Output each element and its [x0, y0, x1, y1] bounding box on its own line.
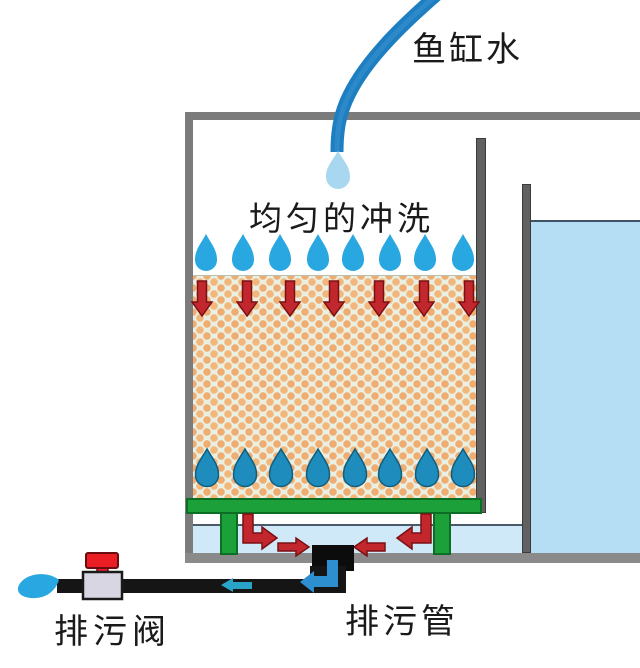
drain-pipe-run: [57, 579, 345, 593]
down-arrow-icon: [235, 280, 259, 318]
down-arrow-icon: [322, 280, 346, 318]
flow-arrow-to-drain-left-icon: [277, 536, 311, 558]
water-drop-icon: [307, 234, 329, 271]
label-drain-valve: 排污阀: [54, 614, 171, 651]
hose-drip-icon: [326, 151, 350, 189]
plate-leg-right: [433, 512, 451, 555]
pipe-flow-arrow-icon: [221, 578, 252, 592]
drain-flow-arrow-icon: [300, 560, 338, 593]
filtered-drop-icon: [450, 447, 476, 488]
bent-arrow-right-icon: [395, 513, 432, 551]
filtered-drop-icon: [342, 447, 368, 488]
tank-bottom-wall: [185, 553, 640, 563]
label-drain-pipe: 排污管: [345, 604, 459, 641]
label-fish-tank-water: 鱼缸水: [412, 32, 523, 69]
divider-wall: [522, 184, 531, 553]
drain-valve: [81, 552, 124, 601]
drain-assembly: [57, 545, 354, 593]
waste-flow-arrows: [242, 513, 432, 558]
water-drop-icon: [452, 234, 474, 271]
filtered-drop-icon: [268, 447, 294, 488]
filtered-drop-icon: [377, 447, 403, 488]
filtered-drop-icon: [232, 447, 258, 488]
valve-handle: [85, 552, 119, 569]
flow-arrow-to-drain-right-icon: [352, 536, 386, 558]
water-drop-icon: [379, 234, 401, 271]
water-drop-icon: [232, 234, 254, 271]
tank-left-wall: [185, 112, 193, 563]
clean-water-chamber: [531, 220, 640, 553]
tank-top-wall: [185, 112, 640, 120]
down-arrow-icon: [367, 280, 391, 318]
label-uniform-flush: 均匀的冲洗: [249, 202, 434, 238]
support-plate: [186, 498, 482, 555]
filtered-drop-icon: [414, 447, 440, 488]
water-drop-icon: [269, 234, 291, 271]
filtered-drop-icon: [305, 447, 331, 488]
down-arrow-icon: [412, 280, 436, 318]
down-arrow-icon: [457, 280, 481, 318]
filtered-drop-icon: [194, 447, 220, 488]
valve-body: [81, 570, 124, 601]
bent-arrow-left-icon: [242, 513, 279, 551]
plate-leg-left: [220, 512, 238, 555]
water-drop-icon: [342, 234, 364, 271]
hose-drip-icon: [326, 151, 350, 189]
water-drop-icon: [414, 234, 436, 271]
inflow-hose: [330, 0, 441, 153]
water-drop-icon: [195, 234, 217, 271]
down-arrow-icon: [190, 280, 214, 318]
outlet-drop-icon: [17, 574, 59, 599]
down-arrow-icon: [278, 280, 302, 318]
